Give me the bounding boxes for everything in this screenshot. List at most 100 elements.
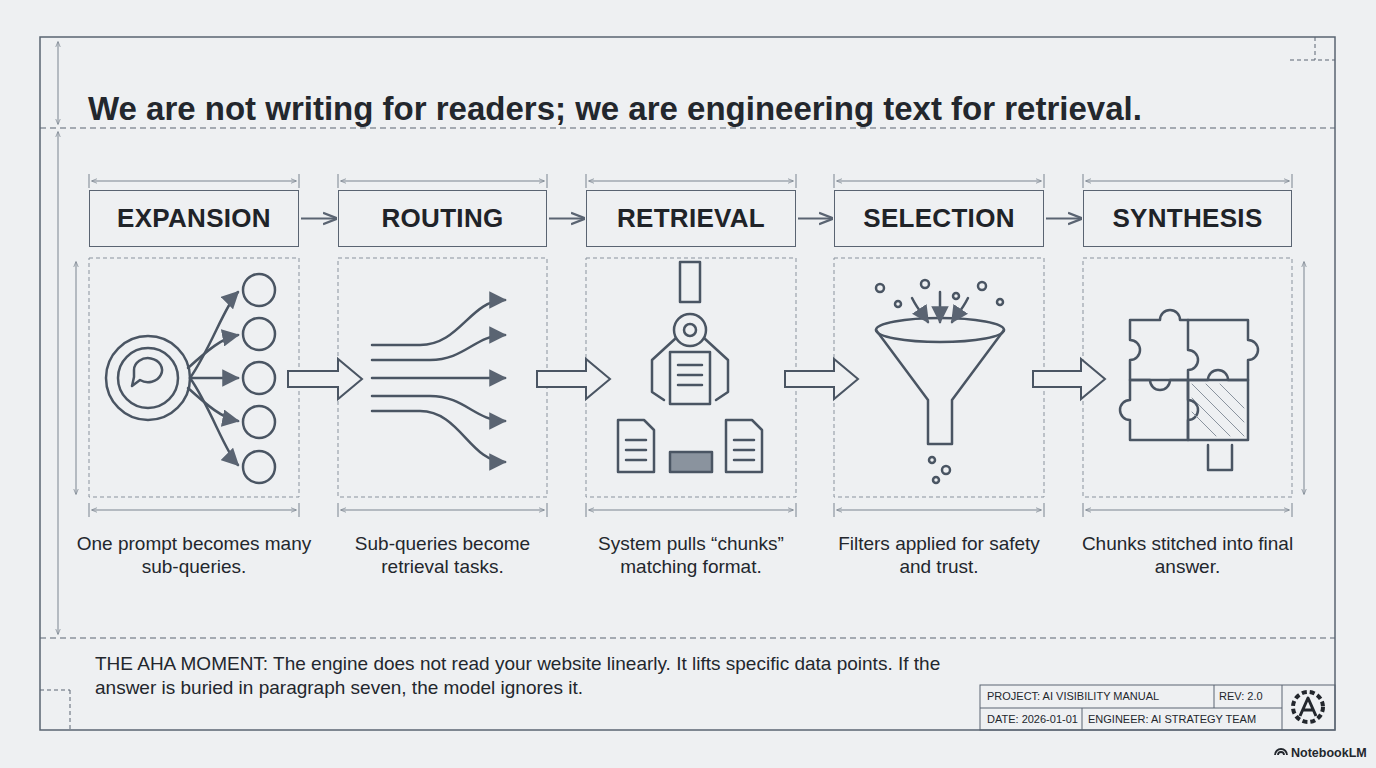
drawing-part bbox=[70, 690, 71, 730]
drawing-part bbox=[243, 274, 275, 306]
drawing-part bbox=[796, 174, 797, 188]
drawing-part bbox=[626, 459, 646, 462]
drawing-part bbox=[952, 298, 968, 322]
drawing-part bbox=[953, 293, 959, 299]
drawing-part bbox=[1293, 692, 1323, 722]
drawing-part bbox=[726, 420, 762, 472]
drawing-part bbox=[190, 377, 238, 380]
drawing-part bbox=[1292, 503, 1293, 517]
drawing-part bbox=[40, 37, 1335, 730]
stage-box: ROUTING bbox=[338, 190, 547, 247]
drawing-part bbox=[89, 174, 1292, 517]
drawing-part bbox=[980, 685, 1335, 730]
drawing-part bbox=[837, 510, 1041, 511]
drawing-part bbox=[89, 503, 90, 517]
flow-arrow bbox=[1046, 218, 1081, 220]
stage-box: EXPANSION bbox=[89, 190, 299, 247]
drawing-part bbox=[1290, 60, 1335, 61]
drawing-part bbox=[132, 358, 162, 386]
drawing-part bbox=[372, 396, 505, 421]
drawing-part bbox=[939, 292, 942, 322]
drawing-part bbox=[680, 262, 700, 302]
drawing-part bbox=[341, 510, 544, 511]
drawing-part bbox=[89, 258, 1292, 497]
drawing-part bbox=[89, 258, 299, 497]
drawing-part bbox=[299, 174, 300, 188]
drawing-part bbox=[670, 452, 712, 472]
flow-arrow bbox=[301, 218, 336, 220]
drawing-part bbox=[243, 318, 275, 350]
drawing-part bbox=[338, 174, 339, 188]
drawing-part bbox=[547, 174, 548, 188]
stage-heading: EXPANSION bbox=[117, 203, 271, 234]
stage-heading: SYNTHESIS bbox=[1112, 203, 1262, 234]
drawing-part bbox=[670, 352, 710, 404]
drawing-part bbox=[243, 451, 275, 483]
drawing-part bbox=[921, 280, 929, 288]
stage-box: SELECTION bbox=[834, 190, 1044, 247]
drawing-part bbox=[876, 330, 1004, 444]
flow-arrow bbox=[549, 218, 584, 220]
drawing-part bbox=[299, 503, 300, 517]
drawing-part bbox=[1120, 380, 1188, 440]
drawing-part bbox=[626, 449, 646, 452]
drawing-part bbox=[586, 503, 587, 517]
drawing-part bbox=[734, 459, 754, 462]
drawing-part bbox=[1208, 445, 1232, 470]
drawing-part bbox=[40, 37, 1335, 730]
drawing-part bbox=[338, 258, 547, 497]
drawing-part bbox=[1300, 698, 1316, 716]
drawing-part bbox=[942, 466, 950, 474]
watermark: NotebookLM bbox=[1291, 746, 1367, 760]
drawing-part bbox=[58, 132, 59, 634]
drawing-part bbox=[40, 690, 70, 691]
title-block-cell: REV: 2.0 bbox=[1219, 690, 1263, 702]
drawing-part bbox=[1033, 359, 1105, 399]
diagram-title: We are not writing for readers; we are e… bbox=[88, 90, 1142, 128]
drawing-part bbox=[876, 284, 884, 292]
stage-caption: Filters applied for safety and trust. bbox=[820, 532, 1058, 578]
drawing-part bbox=[40, 638, 1335, 639]
drawing-part bbox=[1044, 174, 1045, 188]
title-block-cell: PROJECT: AI VISIBILITY MANUAL bbox=[987, 690, 1159, 702]
drawing-part bbox=[980, 685, 1335, 730]
drawing-part bbox=[734, 449, 754, 452]
drawing-part bbox=[190, 292, 238, 378]
drawing-part bbox=[1082, 708, 1083, 730]
drawing-part bbox=[912, 298, 928, 322]
drawing-part bbox=[586, 258, 796, 497]
drawing-part bbox=[106, 336, 190, 420]
stage-heading: ROUTING bbox=[382, 203, 504, 234]
drawing-part bbox=[1293, 692, 1323, 722]
drawing-part bbox=[1282, 685, 1283, 730]
stage-caption: Sub-queries become retrieval tasks. bbox=[324, 532, 561, 578]
drawing-part bbox=[341, 181, 544, 182]
stage-heading: RETRIEVAL bbox=[617, 203, 765, 234]
drawing-part bbox=[372, 335, 505, 360]
drawing-part bbox=[92, 181, 296, 182]
drawing-part bbox=[1315, 37, 1316, 60]
drawing-part bbox=[734, 439, 754, 442]
drawing-part bbox=[589, 510, 793, 511]
drawing-part bbox=[1086, 181, 1289, 182]
drawing-part bbox=[92, 510, 296, 511]
drawing-part bbox=[834, 174, 835, 188]
drawing-part bbox=[190, 378, 238, 465]
drawing-part bbox=[1044, 503, 1045, 517]
drawing-part bbox=[243, 362, 275, 394]
drawing-part bbox=[978, 282, 986, 290]
title-block-cell: ENGINEER: AI STRATEGY TEAM bbox=[1088, 713, 1256, 725]
drawing-part bbox=[372, 377, 505, 380]
drawing-part bbox=[89, 174, 90, 188]
drawing-part bbox=[1292, 174, 1293, 188]
drawing-part bbox=[785, 359, 858, 399]
stage-box: RETRIEVAL bbox=[586, 190, 796, 247]
drawing-part bbox=[684, 324, 696, 336]
drawing-part bbox=[678, 364, 702, 367]
drawing-part bbox=[76, 262, 77, 494]
drawing-part bbox=[537, 359, 610, 399]
drawing-part bbox=[834, 503, 835, 517]
drawing-part bbox=[586, 174, 587, 188]
drawing-part bbox=[626, 439, 646, 442]
